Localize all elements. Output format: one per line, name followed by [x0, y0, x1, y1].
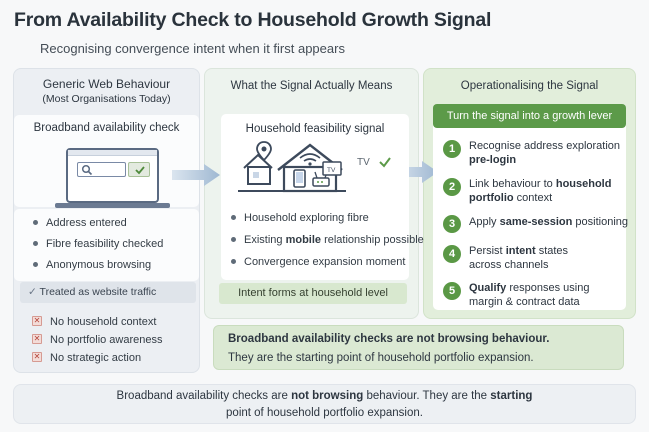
page-title: From Availability Check to Household Gro…	[14, 9, 492, 31]
list-item: Fibre feasibility checked	[33, 238, 163, 250]
list-item: Household exploring fibre	[231, 212, 369, 224]
check-icon: ✓	[28, 286, 37, 298]
list-item: Convergence expansion moment	[231, 256, 405, 268]
x-icon: ✕	[32, 316, 42, 327]
left-bullets-card	[14, 209, 199, 281]
page-subtitle: Recognising convergence intent when it f…	[40, 41, 345, 56]
list-item: Anonymous browsing	[33, 259, 151, 271]
middle-card	[221, 114, 409, 280]
step-number: 4	[443, 245, 461, 263]
step-number: 3	[443, 215, 461, 233]
list-item: Address entered	[33, 217, 127, 229]
callout-box: Broadband availability checks are not br…	[213, 325, 624, 370]
search-box-icon	[77, 162, 126, 177]
intent-label: Intent forms at household level	[219, 283, 407, 304]
laptop-base	[55, 203, 170, 208]
house-devices-icon: TV	[238, 141, 346, 193]
right-card	[433, 104, 626, 310]
step-number: 2	[443, 178, 461, 196]
middle-panel-heading: What the Signal Actually Means	[230, 80, 393, 92]
left-panel-heading: Generic Web Behaviour (Most Organisation…	[42, 77, 171, 105]
treated-as-traffic-label: ✓ Treated as website traffic	[20, 282, 196, 303]
check-icon	[128, 162, 150, 177]
arrow-right-icon	[172, 164, 220, 186]
x-icon: ✕	[32, 352, 42, 363]
arrow-right-icon	[392, 161, 438, 183]
tv-label: TV	[357, 157, 370, 168]
check-icon	[378, 155, 392, 169]
laptop-search-icon	[66, 148, 159, 203]
negative-item: ✕No household context	[32, 316, 157, 328]
right-panel-heading: Operationalising the Signal	[460, 80, 599, 92]
left-card-title: Broadband availability check	[33, 122, 180, 134]
list-item: Existing mobile relationship possible	[231, 234, 424, 246]
footer-summary: Broadband availability checks are not br…	[13, 384, 636, 424]
negative-item: ✕No portfolio awareness	[32, 334, 163, 346]
x-icon: ✕	[32, 334, 42, 345]
step-number: 5	[443, 282, 461, 300]
svg-text:TV: TV	[327, 167, 336, 174]
negative-item: ✕No strategic action	[32, 352, 142, 364]
middle-card-title: Household feasibility signal	[245, 123, 385, 135]
step-number: 1	[443, 140, 461, 158]
growth-lever-banner: Turn the signal into a growth lever	[433, 104, 626, 128]
